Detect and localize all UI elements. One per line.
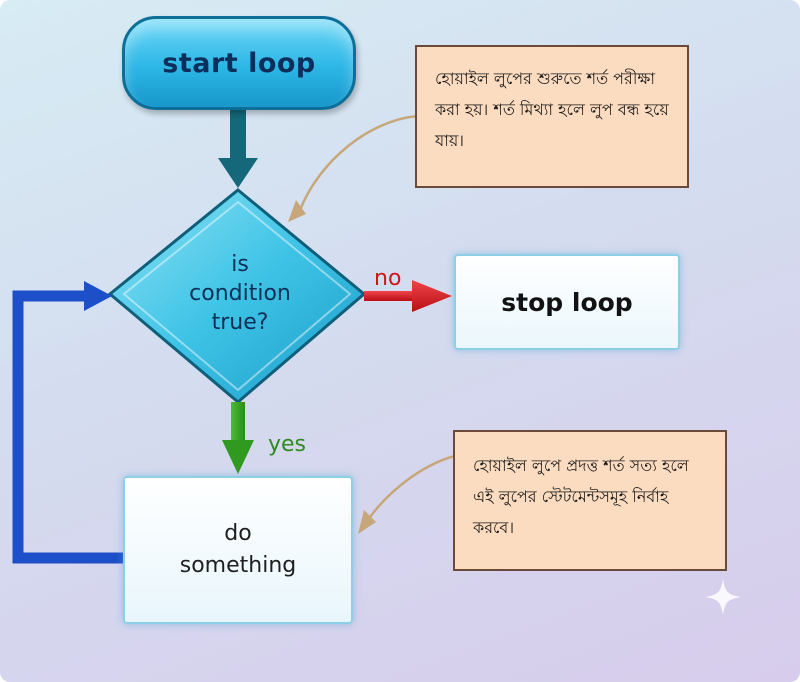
note-top-text: হোয়াইল লুপের শুরুতে শর্ত পরীক্ষা করা হয… — [435, 69, 669, 150]
yes-edge-label: yes — [268, 432, 307, 457]
stop-loop-node: stop loop — [454, 254, 680, 350]
no-arrow — [364, 280, 452, 312]
start-loop-label: start loop — [162, 47, 316, 79]
callout-arrow-top — [288, 114, 419, 222]
start-loop-node: start loop — [122, 16, 356, 110]
start-to-decision-arrow — [218, 110, 258, 188]
do-something-label: do something — [179, 521, 297, 578]
callout-arrow-bottom — [358, 454, 456, 534]
yes-arrow — [222, 402, 254, 474]
do-something-node: do something — [123, 476, 353, 624]
loop-back-arrow — [12, 281, 123, 564]
note-top: হোয়াইল লুপের শুরুতে শর্ত পরীক্ষা করা হয… — [415, 45, 689, 188]
no-edge-label: no — [374, 266, 402, 291]
decision-label: is condition true? — [189, 252, 291, 335]
note-bottom: হোয়াইল লুপে প্রদত্ত শর্ত সত্য হলে এই লু… — [453, 430, 727, 571]
note-bottom-text: হোয়াইল লুপে প্রদত্ত শর্ত সত্য হলে এই লু… — [473, 456, 689, 537]
sparkle-icon — [705, 579, 741, 615]
stop-loop-label: stop loop — [501, 287, 633, 317]
